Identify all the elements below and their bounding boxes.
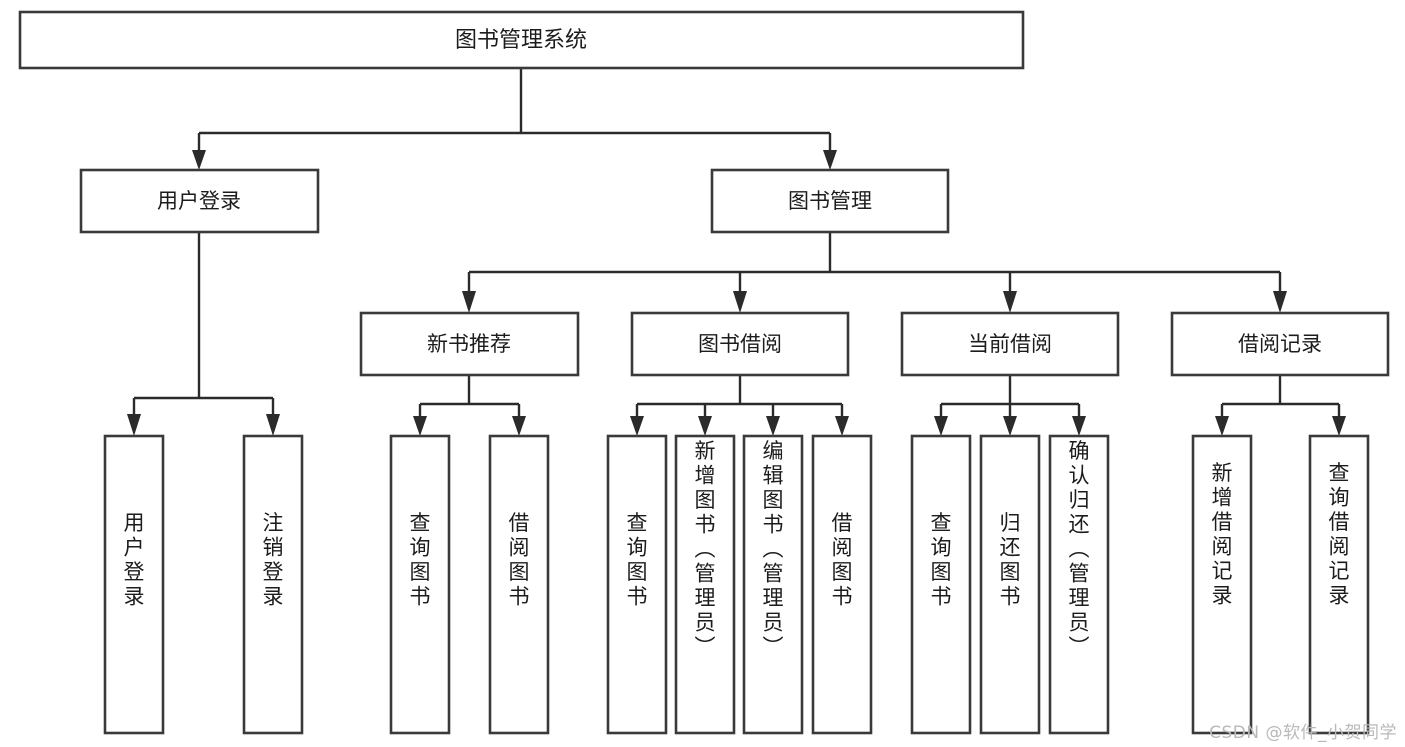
node-current-borrow-label: 当前借阅 xyxy=(968,332,1052,356)
leaf-cb-confirm-return-label: 确认归还︵管理员︶ xyxy=(1069,439,1090,659)
arrowhead-cb-return-book xyxy=(1003,416,1017,436)
leaf-bb-add-book[interactable]: 新增图书︵管理员︶ xyxy=(674,434,736,735)
node-root-box xyxy=(18,10,1025,70)
edge-group xyxy=(127,68,1346,436)
leaf-br-query-record[interactable]: 查询借阅记录 xyxy=(1308,434,1370,735)
node-user-login-box xyxy=(79,168,320,234)
leaf-bb-borrow-book[interactable]: 借阅图书 xyxy=(811,434,873,735)
node-new-book-recommend-box xyxy=(359,311,580,377)
node-user-login[interactable]: 用户登录 xyxy=(79,168,320,234)
leaf-bb-edit-book[interactable]: 编辑图书︵管理员︶ xyxy=(742,434,804,735)
arrowhead-br-query-record xyxy=(1332,416,1346,436)
arrowhead-nb-borrow-book xyxy=(512,416,526,436)
leaf-cb-query-book-label: 查询图书 xyxy=(931,511,952,609)
leaf-cb-return-book-label: 归还图书 xyxy=(1000,511,1021,609)
leaf-br-query-record-label: 查询借阅记录 xyxy=(1329,461,1350,608)
arrowhead-leaf-logout xyxy=(266,414,280,436)
node-root-book-management-system[interactable]: 图书管理系统 xyxy=(18,10,1025,70)
leaf-cb-return-book[interactable]: 归还图书 xyxy=(979,434,1041,735)
leaf-nb-query-book-box xyxy=(389,434,451,735)
csdn-watermark: CSDN @软件_小贺同学 xyxy=(1209,723,1397,743)
node-book-management-box xyxy=(710,168,950,234)
leaf-nb-borrow-book-box xyxy=(488,434,550,735)
leaf-cb-query-book-box xyxy=(910,434,972,735)
arrowhead-bb-query-book xyxy=(630,416,644,436)
leaf-nb-query-book[interactable]: 查询图书 xyxy=(389,434,451,735)
arrowhead-cb-confirm-return xyxy=(1072,416,1086,436)
leaf-br-add-record[interactable]: 新增借阅记录 xyxy=(1191,434,1253,735)
leaf-logout-label: 注销登录 xyxy=(263,511,284,609)
leaf-bb-add-book-label: 新增图书︵管理员︶ xyxy=(695,439,716,659)
node-book-borrow-box xyxy=(630,311,850,377)
leaf-bb-add-book-box xyxy=(674,434,736,735)
arrowhead-bb-add-book xyxy=(698,416,712,436)
leaf-br-query-record-box xyxy=(1308,434,1370,735)
node-new-book-recommend-label: 新书推荐 xyxy=(427,332,511,356)
node-current-borrow[interactable]: 当前借阅 xyxy=(900,311,1120,377)
node-borrow-record[interactable]: 借阅记录 xyxy=(1170,311,1390,377)
arrowhead-book-borrow xyxy=(733,291,747,313)
arrowhead-new-book xyxy=(462,291,476,313)
leaf-bb-query-book[interactable]: 查询图书 xyxy=(606,434,668,735)
node-new-book-recommend[interactable]: 新书推荐 xyxy=(359,311,580,377)
leaf-bb-query-book-box xyxy=(606,434,668,735)
node-root-label: 图书管理系统 xyxy=(455,28,587,53)
arrowhead-bb-borrow-book xyxy=(835,416,849,436)
leaf-cb-confirm-return[interactable]: 确认归还︵管理员︶ xyxy=(1048,434,1110,735)
leaf-nb-borrow-book[interactable]: 借阅图书 xyxy=(488,434,550,735)
leaf-user-login-label: 用户登录 xyxy=(124,511,145,609)
node-book-management[interactable]: 图书管理 xyxy=(710,168,950,234)
leaf-user-login[interactable]: 用户登录 xyxy=(103,434,165,735)
leaf-nb-borrow-book-label: 借阅图书 xyxy=(509,511,530,609)
leaf-cb-confirm-return-box xyxy=(1048,434,1110,735)
arrowhead-nb-query-book xyxy=(413,416,427,436)
arrowhead-borrow-record xyxy=(1273,291,1287,313)
node-book-borrow[interactable]: 图书借阅 xyxy=(630,311,850,377)
node-current-borrow-box xyxy=(900,311,1120,377)
leaf-logout[interactable]: 注销登录 xyxy=(242,434,304,735)
leaf-bb-borrow-book-label: 借阅图书 xyxy=(832,511,853,609)
leaf-bb-borrow-book-box xyxy=(811,434,873,735)
arrowhead-user-login xyxy=(192,150,206,170)
arrowhead-leaf-user-login xyxy=(127,414,141,436)
arrowhead-bb-edit-book xyxy=(766,416,780,436)
leaf-nb-query-book-label: 查询图书 xyxy=(410,511,431,609)
node-book-borrow-label: 图书借阅 xyxy=(698,332,782,356)
node-borrow-record-box xyxy=(1170,311,1390,377)
leaf-bb-edit-book-box xyxy=(742,434,804,735)
arrowhead-current-borrow xyxy=(1003,291,1017,313)
leaf-cb-query-book[interactable]: 查询图书 xyxy=(910,434,972,735)
arrowhead-br-add-record xyxy=(1215,416,1229,436)
leaf-bb-query-book-label: 查询图书 xyxy=(627,511,648,609)
leaf-br-add-record-box xyxy=(1191,434,1253,735)
node-book-management-label: 图书管理 xyxy=(788,189,872,213)
arrowhead-book-mgmt xyxy=(823,150,837,170)
node-user-login-label: 用户登录 xyxy=(157,189,241,213)
node-borrow-record-label: 借阅记录 xyxy=(1238,332,1322,356)
leaf-logout-box xyxy=(242,434,304,735)
leaf-cb-return-book-box xyxy=(979,434,1041,735)
leaf-user-login-box xyxy=(103,434,165,735)
arrowhead-cb-query-book xyxy=(934,416,948,436)
leaf-bb-edit-book-label: 编辑图书︵管理员︶ xyxy=(763,439,784,659)
leaf-br-add-record-label: 新增借阅记录 xyxy=(1212,461,1233,608)
